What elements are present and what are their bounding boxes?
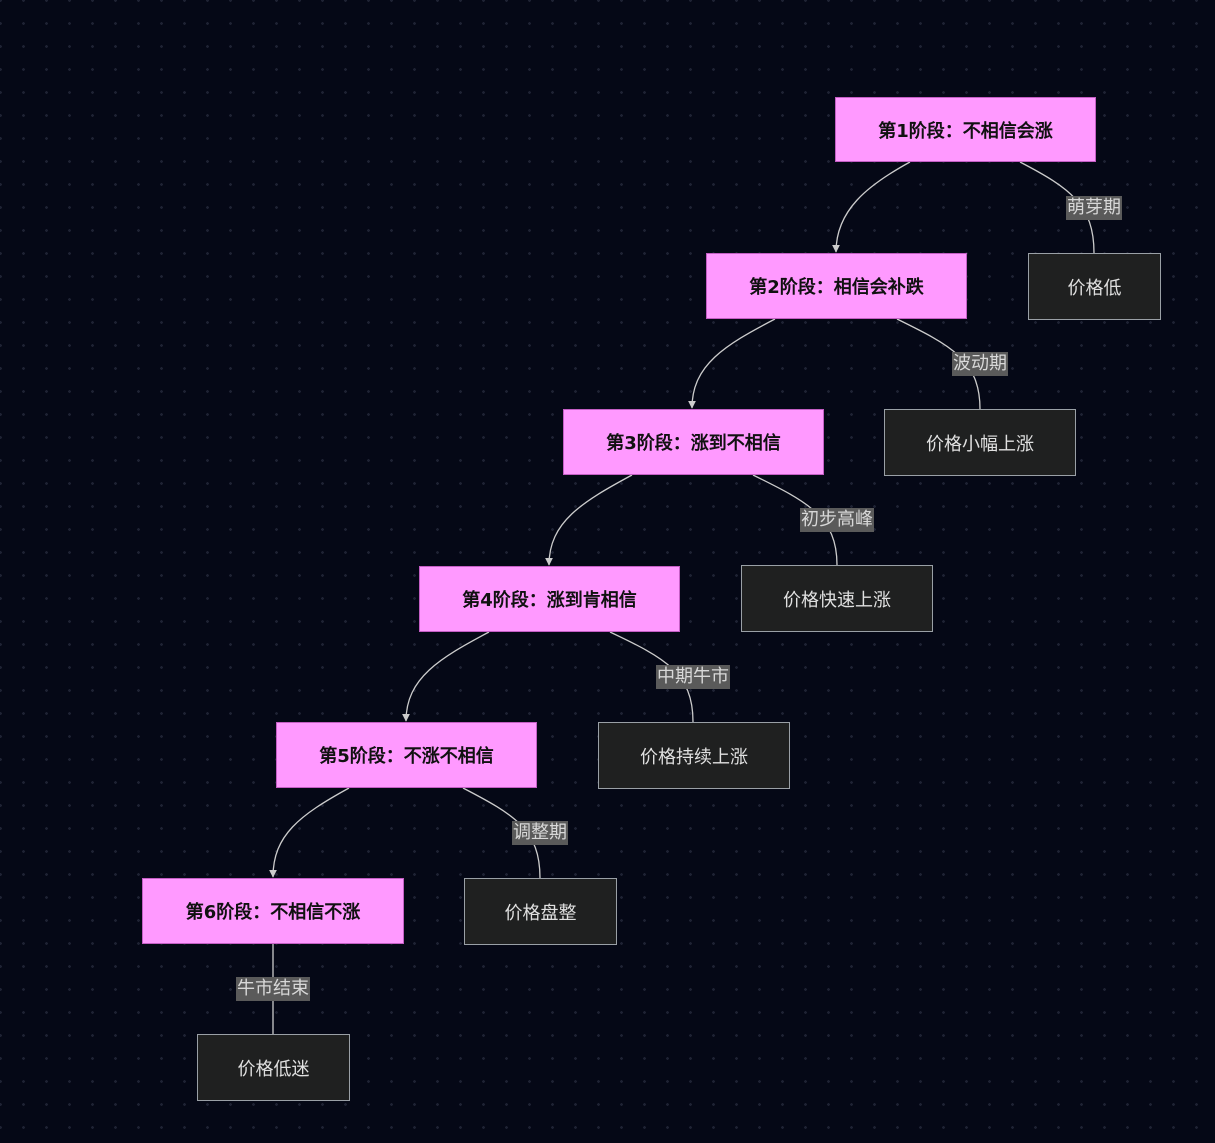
price-6-label: 价格低迷 <box>237 1058 310 1080</box>
price-1-node[interactable]: 价格低 <box>1028 253 1161 320</box>
stage-3-node[interactable]: 第3阶段：涨到不相信 <box>563 409 824 475</box>
price-2-node[interactable]: 价格小幅上涨 <box>884 409 1076 476</box>
stage-1-node[interactable]: 第1阶段：不相信会涨 <box>835 97 1096 162</box>
edge-label-2: 波动期 <box>952 352 1008 376</box>
edge-label-5: 调整期 <box>512 821 568 845</box>
price-1-label: 价格低 <box>1067 277 1122 299</box>
price-2-label: 价格小幅上涨 <box>926 433 1034 455</box>
edge-label-4: 中期牛市 <box>656 665 730 689</box>
edge-stage-1-to-2 <box>832 161 911 253</box>
edge-stage-5-to-6 <box>269 787 350 878</box>
price-6-node[interactable]: 价格低迷 <box>197 1034 350 1101</box>
stage-2-node[interactable]: 第2阶段：相信会补跌 <box>706 253 967 319</box>
edge-label-6: 牛市结束 <box>236 977 310 1001</box>
stage-1-label: 第1阶段：不相信会涨 <box>878 120 1053 142</box>
stage-5-label: 第5阶段：不涨不相信 <box>319 746 494 767</box>
stage-6-label: 第6阶段：不相信不涨 <box>185 902 361 923</box>
stage-4-node[interactable]: 第4阶段：涨到肯相信 <box>419 566 680 632</box>
price-5-node[interactable]: 价格盘整 <box>464 878 617 945</box>
edge-stage-3-to-4 <box>545 474 633 566</box>
edge-label-3: 初步高峰 <box>800 508 874 532</box>
price-3-label: 价格快速上涨 <box>783 589 891 611</box>
stage-6-node[interactable]: 第6阶段：不相信不涨 <box>142 878 404 944</box>
price-4-label: 价格持续上涨 <box>640 746 748 768</box>
price-4-node[interactable]: 价格持续上涨 <box>598 722 790 789</box>
price-5-label: 价格盘整 <box>504 902 577 924</box>
stage-5-node[interactable]: 第5阶段：不涨不相信 <box>276 722 537 788</box>
edge-stage-2-to-3 <box>688 318 776 409</box>
edge-stage-4-to-5 <box>402 631 490 722</box>
edge-label-1: 萌芽期 <box>1066 196 1122 220</box>
stage-2-label: 第2阶段：相信会补跌 <box>749 277 924 298</box>
stage-4-label: 第4阶段：涨到肯相信 <box>462 590 637 611</box>
price-3-node[interactable]: 价格快速上涨 <box>741 565 933 632</box>
stage-3-label: 第3阶段：涨到不相信 <box>606 433 781 454</box>
